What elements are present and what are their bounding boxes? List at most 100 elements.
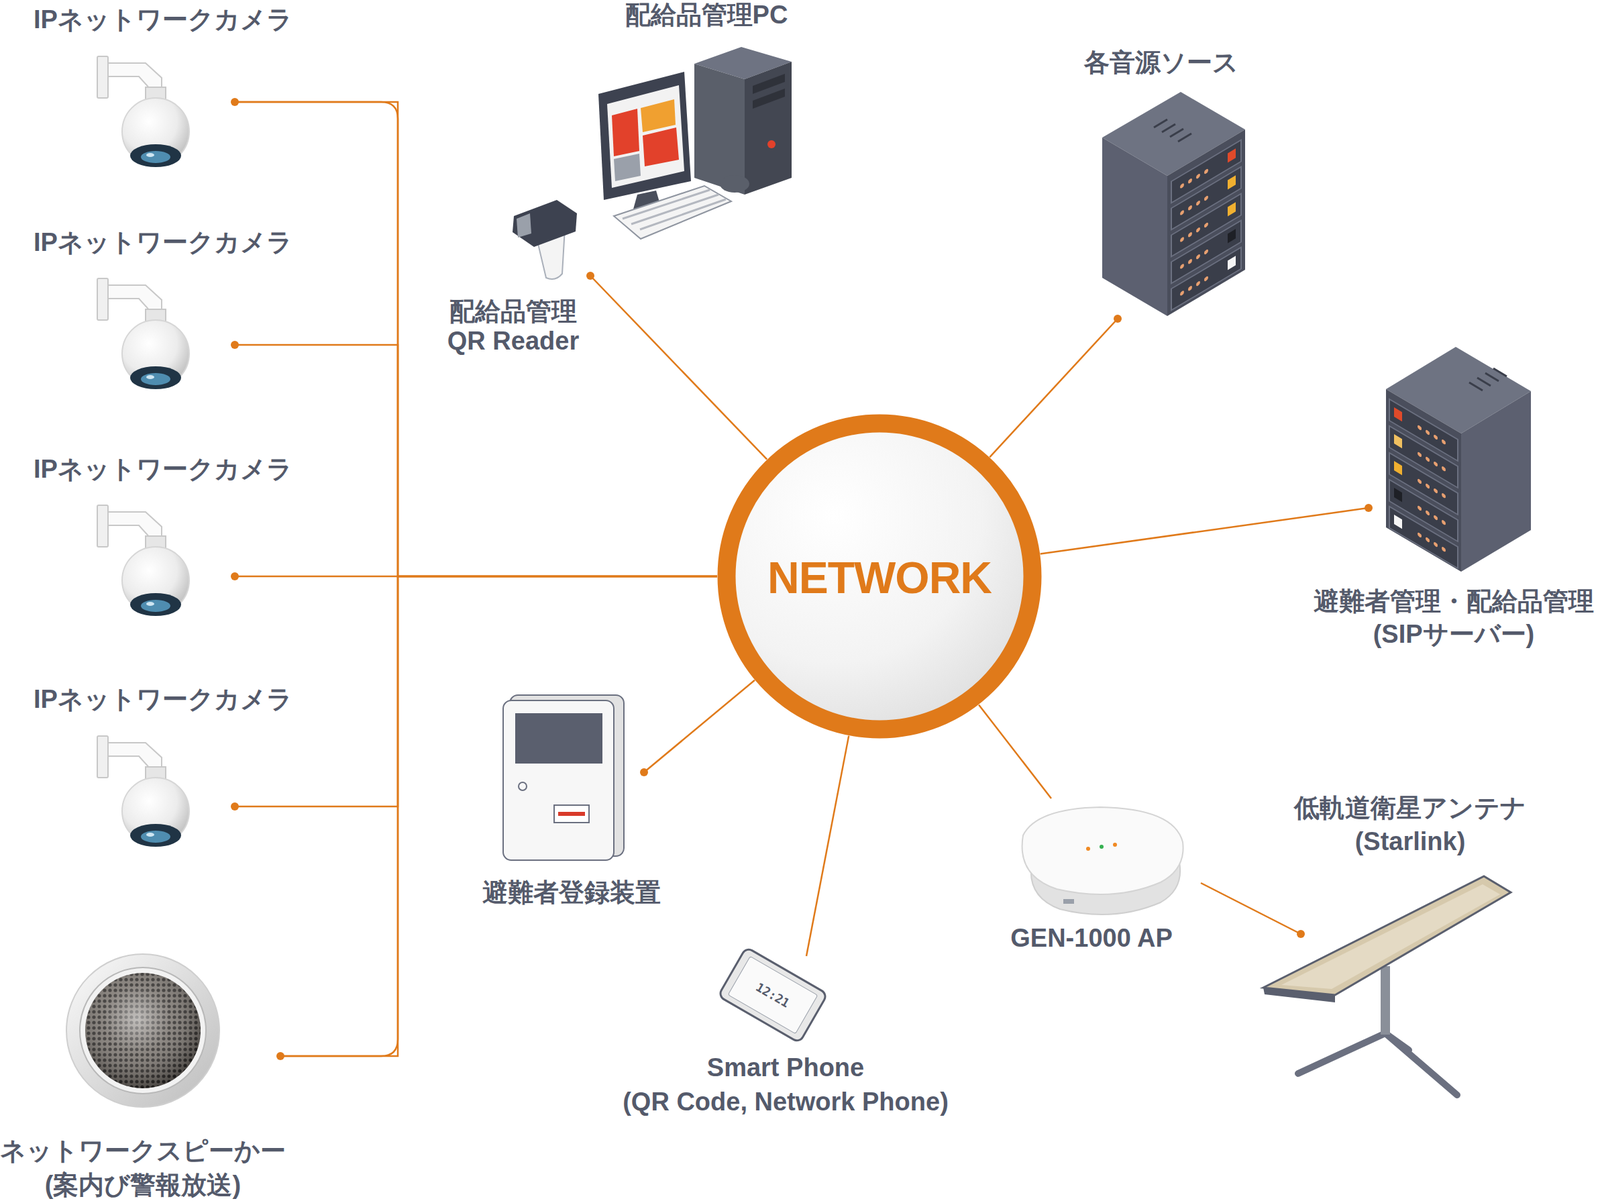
- power-led: [767, 140, 776, 149]
- connector-dot: [586, 271, 595, 280]
- dish-plate: [1263, 876, 1511, 995]
- starlink-icon: [1263, 876, 1511, 1095]
- node-label: (SIPサーバー): [1373, 619, 1535, 650]
- node-label: IPネットワークカメラ: [33, 228, 293, 258]
- reader-window: [516, 213, 532, 238]
- node-label: Smart Phone: [707, 1053, 865, 1083]
- connector-line: [989, 318, 1118, 457]
- connector-dot: [1296, 929, 1305, 938]
- ap-led: [1099, 844, 1104, 849]
- pc-icon: [598, 46, 792, 239]
- connector-line: [978, 704, 1052, 799]
- rack-front: [1385, 389, 1462, 572]
- indicator: [1227, 148, 1236, 163]
- node-label: IPネットワークカメラ: [33, 5, 293, 35]
- node-label: GEN-1000 AP: [1010, 923, 1172, 954]
- monitor-screen: [607, 85, 685, 188]
- kiosk-button: [518, 782, 527, 791]
- connector-line: [590, 275, 767, 460]
- indicator: [1394, 434, 1403, 449]
- connector-dot: [276, 1051, 285, 1060]
- indicator: [1227, 228, 1236, 243]
- kiosk-slot-bar: [558, 811, 585, 816]
- tripod: [1298, 1033, 1458, 1095]
- camera-icon: [97, 735, 190, 847]
- speaker-mesh: [85, 972, 201, 1089]
- tower-front: [744, 61, 792, 195]
- kiosk-screen: [515, 713, 603, 764]
- node-label: IPネットワークカメラ: [33, 684, 293, 715]
- node-label: 低軌道衛星アンテナ: [1294, 793, 1527, 824]
- connector-dot: [230, 97, 239, 106]
- node-label: (案内び警報放送): [44, 1170, 241, 1201]
- indicator: [1227, 175, 1236, 190]
- access-point-icon: [1022, 807, 1184, 915]
- tower-slot: [752, 88, 785, 109]
- node-label: 配給品管理PC: [625, 0, 789, 31]
- kiosk-icon: [503, 695, 624, 861]
- ap-led: [1112, 842, 1117, 847]
- camera-node: IPネットワークカメラ: [26, 1, 235, 174]
- mouse: [719, 175, 750, 193]
- qr-reader-icon: [512, 199, 577, 280]
- tower-side: [694, 63, 745, 195]
- dish-pole: [1380, 966, 1391, 1035]
- rack-front: [1167, 129, 1246, 316]
- connector-dot: [1113, 314, 1122, 323]
- keyboard-keys: [622, 189, 726, 230]
- node-label: (Starlink): [1355, 827, 1466, 857]
- indicator: [1227, 255, 1236, 270]
- indicator: [1394, 514, 1403, 529]
- qr-reader-node: 配給品管理 QR Reader: [415, 194, 591, 363]
- rack-side: [1102, 137, 1168, 316]
- node-label: 避難者登録装置: [482, 878, 661, 908]
- connector-line: [234, 344, 718, 577]
- connector-dot: [1364, 503, 1373, 512]
- node-label: ネットワークスピーかー: [0, 1136, 286, 1166]
- sip-rack-icon: [1385, 346, 1531, 572]
- kiosk-slot: [554, 805, 590, 823]
- rack-drawers: [1171, 140, 1242, 311]
- rack-vent: [1469, 368, 1507, 391]
- drawer-leds: [1182, 171, 1207, 293]
- node-label: (QR Code, Network Phone): [622, 1087, 949, 1117]
- camera-icon: [97, 505, 190, 616]
- indicator: [1394, 487, 1403, 502]
- connector-dot: [230, 802, 239, 811]
- camera-icon: [97, 56, 190, 168]
- node-label: 各音源ソース: [1084, 48, 1239, 78]
- dish-face: [1281, 884, 1501, 989]
- pc-node: 配給品管理PC: [590, 0, 799, 245]
- ap-port: [1063, 898, 1075, 904]
- screen-block: [613, 153, 641, 182]
- smartphone-node: Smart Phone (QR Code, Network Phone): [570, 955, 1003, 1124]
- speaker-node: ネットワークスピーかー(案内び警報放送): [0, 949, 281, 1201]
- ap-top: [1022, 807, 1184, 895]
- connector-line: [1040, 507, 1369, 554]
- connector-line: [234, 576, 718, 807]
- audio-source-node: 各音源ソース: [1073, 46, 1255, 319]
- screen-block: [642, 127, 679, 167]
- satellite-antenna-node: 低軌道衛星アンテナ(Starlink): [1300, 784, 1563, 1101]
- node-label: IPネットワークカメラ: [33, 454, 293, 485]
- keyboard: [613, 185, 732, 239]
- speaker-icon: [66, 953, 220, 1107]
- monitor-frame: [598, 71, 691, 200]
- connector-dot: [230, 340, 239, 349]
- tablet-body: [717, 947, 828, 1044]
- rack-side: [1461, 391, 1531, 572]
- ap-led: [1086, 846, 1091, 851]
- network-hub: NETWORK: [717, 413, 1042, 739]
- connector-dot: [230, 572, 239, 581]
- access-point-node: GEN-1000 AP: [1006, 798, 1201, 960]
- connector-line: [234, 101, 718, 577]
- hub-ring: [726, 423, 1033, 730]
- reader-head: [512, 199, 577, 247]
- node-label: 避難者管理・配給品管理: [1313, 587, 1594, 617]
- camera-node: IPネットワークカメラ: [26, 224, 235, 396]
- screen-block: [611, 108, 640, 157]
- sip-server-node: 避難者管理・配給品管理(SIPサーバー): [1368, 338, 1600, 658]
- tablet-icon: [717, 947, 828, 1044]
- rack-drawers: [1389, 399, 1458, 569]
